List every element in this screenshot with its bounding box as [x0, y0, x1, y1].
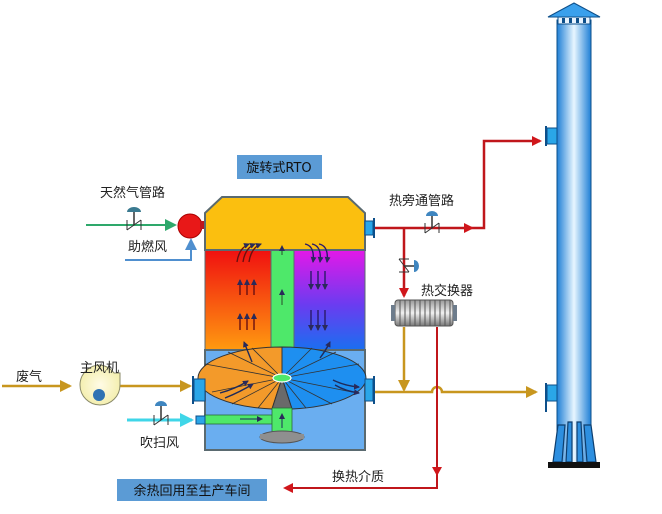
rotary-valve-disc [197, 346, 367, 410]
main-fan-label: 主风机 [80, 361, 119, 376]
purge-air-pipe [127, 401, 194, 427]
main-fan [79, 364, 121, 406]
stack-flange-top [545, 126, 558, 146]
natural-gas-label: 天然气管路 [100, 185, 165, 201]
natural-gas-pipe [86, 207, 177, 231]
exhaust-stack [545, 2, 601, 468]
combustion-air-pipe [125, 238, 197, 261]
inlet-flange [192, 376, 206, 404]
gas-valve [126, 207, 142, 231]
purge-air-label: 吹扫风 [140, 436, 179, 451]
flow-arrow [464, 223, 474, 233]
flow-arrow [432, 467, 442, 476]
waste-gas-label: 废气 [16, 369, 42, 385]
heat-exchanger-valve [398, 258, 419, 273]
purge-valve [153, 401, 169, 426]
outlet-flange [364, 376, 375, 404]
title: 旋转式RTO [246, 161, 311, 176]
combustion-chamber [204, 196, 366, 251]
heat-exchanger [391, 299, 457, 327]
stack-foundation [548, 462, 600, 468]
heat-medium-pipe [283, 327, 438, 493]
clean-gas-pipe [372, 327, 538, 398]
stack-cap [547, 2, 601, 18]
purge-flange [195, 415, 206, 425]
downdraft-arrows [304, 243, 331, 331]
heat-recovery-box [117, 479, 267, 501]
updraft-arrows [236, 243, 262, 330]
bypass-valve [424, 211, 440, 234]
rto-chamber [192, 196, 375, 451]
bypass-label: 热旁通管路 [389, 193, 454, 209]
heat-medium-label: 换热介质 [332, 470, 384, 485]
stack-flange-bottom [545, 383, 558, 412]
combustion-air-label: 助燃风 [128, 239, 167, 255]
top-outlet-flange [364, 218, 375, 238]
stack-base [552, 421, 597, 463]
hot-gas-pipe [372, 136, 542, 298]
flow-arrows [219, 341, 360, 399]
heat-exchanger-label: 热交换器 [421, 283, 473, 299]
title-box [237, 155, 322, 179]
heat-recovery-label: 余热回用至生产车间 [133, 483, 250, 499]
